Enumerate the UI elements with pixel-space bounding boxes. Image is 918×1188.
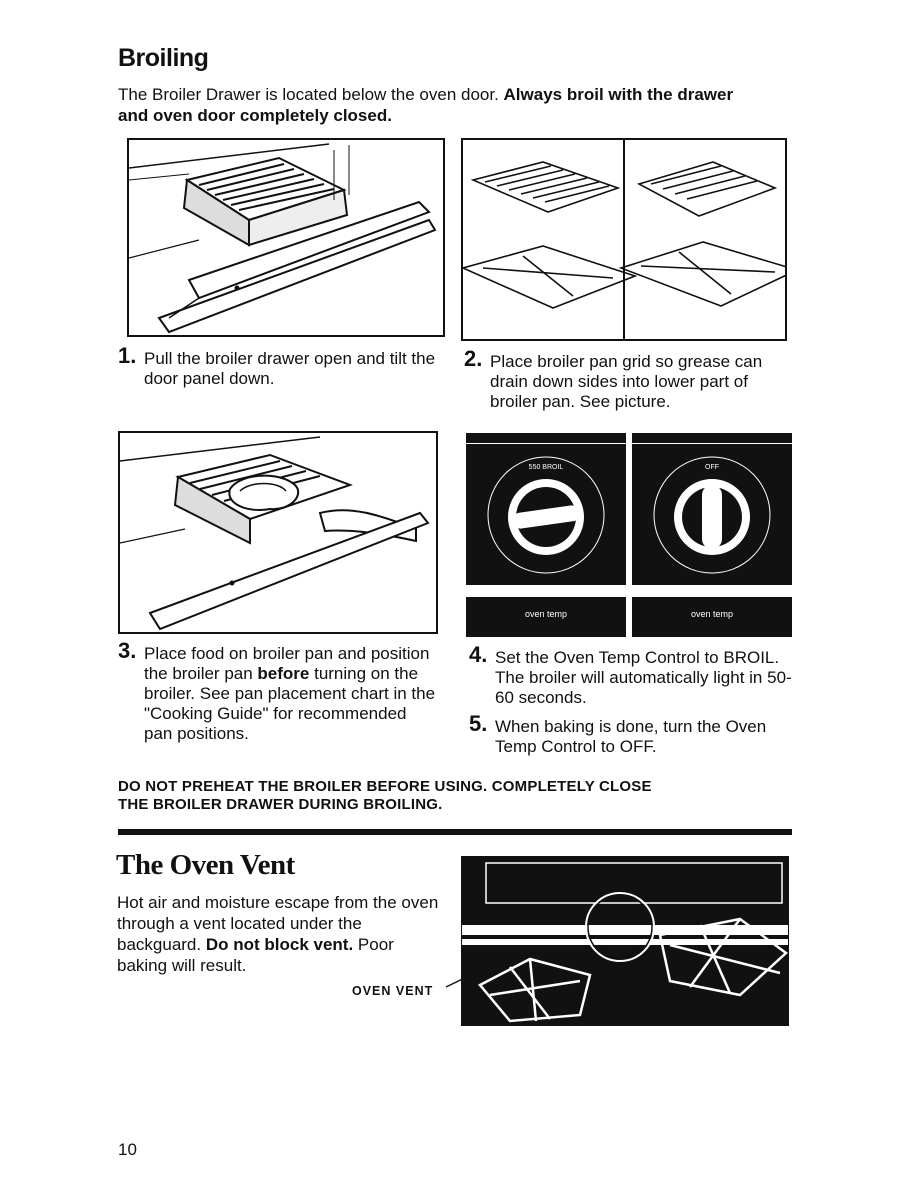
section-title-oven-vent: The Oven Vent [116, 849, 295, 881]
broiling-intro: The Broiler Drawer is located below the … [118, 84, 758, 126]
oven-vent-illustration [445, 856, 789, 1026]
step-number: 4. [469, 642, 488, 667]
right-dial-panel: OFF oven temp [632, 433, 792, 637]
step-text: Place food on broiler pan and position t… [144, 644, 438, 744]
oven-vent-text: Hot air and moisture escape from the ove… [117, 892, 442, 976]
step-text: When baking is done, turn the Oven Temp … [495, 717, 767, 756]
step-text: Place broiler pan grid so grease can dra… [490, 352, 763, 411]
left-dial-panel: 550 BROIL oven temp [466, 433, 626, 637]
left-dial-top-label: 550 BROIL [529, 464, 564, 471]
left-dial-knob: 550 BROIL [487, 456, 605, 574]
step-3-text-bold: before [257, 664, 310, 683]
step-number: 2. [464, 346, 483, 371]
step-1: 1. Pull the broiler drawer open and tilt… [118, 343, 438, 389]
section-divider [118, 829, 792, 835]
pan-grid-illustration [463, 161, 785, 309]
vent-text-plain: Hot air and moisture escape from the ove… [117, 893, 439, 954]
broiling-warning: DO NOT PREHEAT THE BROILER BEFORE USING.… [118, 778, 798, 814]
step-text: Set the Oven Temp Control to BROIL. The … [495, 648, 792, 707]
food-on-pan-illustration [120, 436, 430, 631]
step-3-text-b: turning on the broiler. See pan placemen… [144, 664, 436, 743]
figure-oven-temp-dials: 550 BROIL oven temp OFF oven temp [466, 433, 792, 637]
step-2: 2. Place broiler pan grid so grease can … [464, 346, 784, 412]
warning-line-2: THE BROILER DRAWER DURING BROILING. [118, 796, 443, 813]
step-number: 3. [118, 638, 137, 663]
left-dial-caption: oven temp [524, 609, 568, 619]
step-4: 4. Set the Oven Temp Control to BROIL. T… [469, 642, 793, 708]
broiling-intro-bold: Always broil with the drawer and oven do… [118, 85, 734, 125]
step-3-text-a: Place food on broiler pan and position t… [144, 644, 430, 683]
vent-text-bold: Do not block vent. [205, 935, 354, 954]
broiling-intro-plain: The Broiler Drawer is located below the … [118, 85, 504, 104]
step-number: 1. [118, 343, 137, 368]
step-text: Pull the broiler drawer open and tilt th… [144, 349, 436, 388]
figure-drawer-open [127, 138, 445, 337]
step-5: 5. When baking is done, turn the Oven Te… [469, 711, 793, 757]
oven-vent-callout: OVEN VENT [352, 984, 434, 998]
right-dial-caption: oven temp [690, 609, 734, 619]
figure-food-on-pan [118, 431, 438, 634]
warning-line-1: DO NOT PREHEAT THE BROILER BEFORE USING.… [118, 778, 652, 795]
section-title-broiling: Broiling [118, 44, 209, 72]
right-dial-top-label: OFF [705, 464, 719, 471]
page-number: 10 [118, 1140, 137, 1159]
right-dial-knob: OFF [653, 456, 771, 574]
step-3: 3. Place food on broiler pan and positio… [118, 638, 438, 744]
drawer-open-illustration [129, 143, 437, 334]
vent-text-end: Poor baking will result. [117, 935, 394, 975]
step-number: 5. [469, 711, 488, 736]
figure-pan-grid [461, 138, 787, 341]
